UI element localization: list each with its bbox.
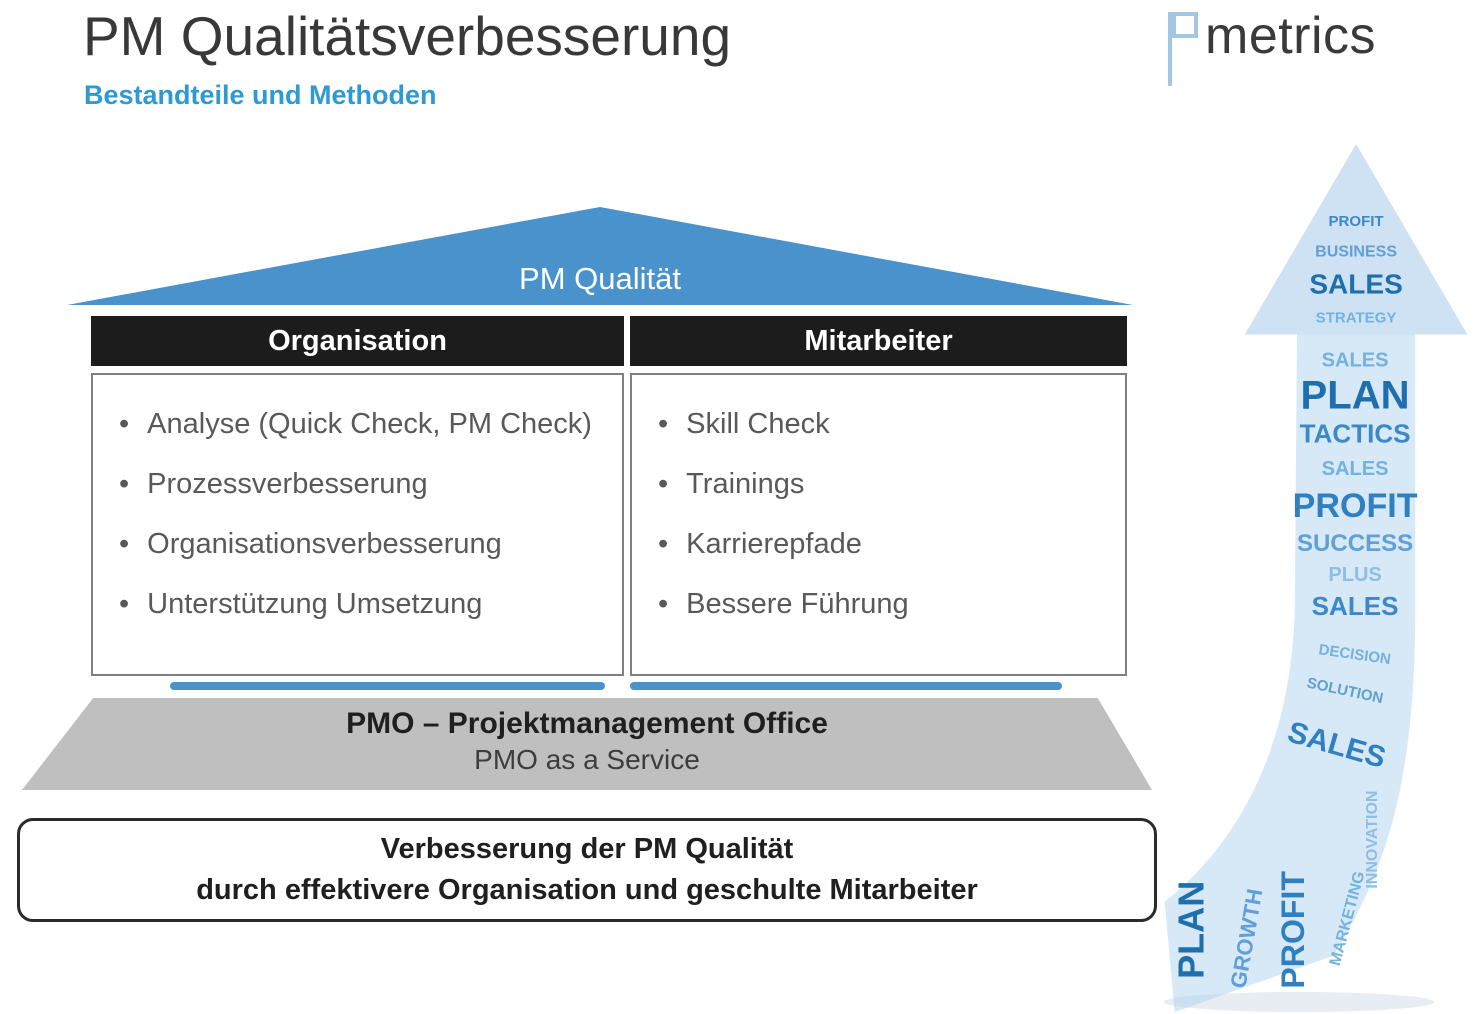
arrow-word: TACTICS	[1300, 419, 1411, 449]
word-cloud-arrow-image: PROFIT BUSINESS SALES STRATEGY SALES PLA…	[1163, 144, 1468, 1012]
arrow-word: PROFIT	[1293, 487, 1418, 525]
underline-bar-right	[630, 682, 1062, 690]
bullet-icon: •	[658, 408, 669, 440]
organisation-list: • Analyse (Quick Check, PM Check) • Prozes…	[93, 375, 622, 623]
summary-line-1: Verbesserung der PM Qualität	[380, 833, 794, 865]
arrow-word: SALES	[1322, 458, 1389, 480]
column-header-mitarbeiter: Mitarbeiter	[630, 316, 1127, 366]
logo-text: metrics	[1205, 7, 1377, 65]
logo-square-shape	[1172, 12, 1198, 38]
bullet-icon: •	[119, 588, 130, 620]
list-item-label: Karrierepfade	[686, 528, 862, 560]
list-item-label: Trainings	[686, 468, 805, 500]
list-item: • Trainings	[658, 465, 1117, 503]
list-item: • Bessere Führung	[658, 585, 1117, 623]
arrow-head-shape	[1244, 144, 1468, 335]
pmo-title: PMO – Projektmanagement Office	[346, 707, 828, 740]
mitarbeiter-box: • Skill Check • Trainings • Karrierepfade •…	[630, 373, 1127, 676]
page-title: PM Qualitätsverbesserung	[83, 5, 732, 67]
list-item: • Karrierepfade	[658, 525, 1117, 563]
list-item: • Analyse (Quick Check, PM Check)	[119, 405, 614, 443]
list-item-label: Bessere Führung	[686, 588, 909, 620]
arrow-word: INNOVATION	[1363, 791, 1381, 889]
list-item-label: Skill Check	[686, 408, 830, 440]
summary-line-2: durch effektivere Organisation und gesch…	[196, 874, 978, 906]
arrow-word: SUCCESS	[1297, 530, 1413, 557]
arrow-word: SALES	[1309, 268, 1403, 299]
arrow-word: PLAN	[1301, 374, 1410, 418]
arrow-word: BUSINESS	[1315, 242, 1397, 260]
list-item: • Prozessverbesserung	[119, 465, 614, 503]
arrow-word: PROFIT	[1275, 871, 1311, 989]
arrow-word: SALES	[1322, 350, 1389, 372]
arrow-word: PROFIT	[1329, 213, 1385, 230]
page-subtitle: Bestandteile und Methoden	[84, 80, 437, 110]
list-item-label: Analyse (Quick Check, PM Check)	[147, 408, 592, 440]
arrow-word: PLAN	[1171, 881, 1212, 979]
bullet-icon: •	[119, 408, 130, 440]
logo-stem-shape	[1168, 12, 1172, 86]
bullet-icon: •	[119, 468, 130, 500]
arrow-word: SALES	[1312, 591, 1399, 621]
list-item: • Organisationsverbesserung	[119, 525, 614, 563]
bullet-icon: •	[658, 468, 669, 500]
list-item: • Unterstützung Umsetzung	[119, 585, 614, 623]
organisation-box: • Analyse (Quick Check, PM Check) • Prozes…	[91, 373, 624, 676]
arrow-shaft-shape	[1164, 334, 1416, 1012]
bullet-icon: •	[658, 588, 669, 620]
mitarbeiter-list: • Skill Check • Trainings • Karrierepfade •…	[632, 375, 1125, 623]
underline-bar-left	[170, 682, 605, 690]
logo-flag-icon	[1168, 12, 1202, 86]
pmo-trapezoid-band: PMO – Projektmanagement Office PMO as a …	[22, 698, 1152, 790]
bullet-icon: •	[658, 528, 669, 560]
list-item-label: Organisationsverbesserung	[147, 528, 502, 560]
summary-box: Verbesserung der PM Qualität durch effek…	[17, 818, 1157, 922]
roof-label: PM Qualität	[519, 261, 681, 296]
list-item: • Skill Check	[658, 405, 1117, 443]
column-header-organisation: Organisation	[91, 316, 624, 366]
arrow-word: PLUS	[1328, 564, 1381, 586]
pm-quality-roof-triangle: PM Qualität	[67, 207, 1133, 305]
bullet-icon: •	[119, 528, 130, 560]
pmo-subtitle: PMO as a Service	[474, 744, 700, 775]
metrics-logo: metrics	[1168, 6, 1376, 86]
list-item-label: Prozessverbesserung	[147, 468, 428, 500]
list-item-label: Unterstützung Umsetzung	[147, 588, 483, 620]
arrow-shadow-shape	[1163, 991, 1435, 1012]
arrow-word: STRATEGY	[1316, 309, 1397, 326]
